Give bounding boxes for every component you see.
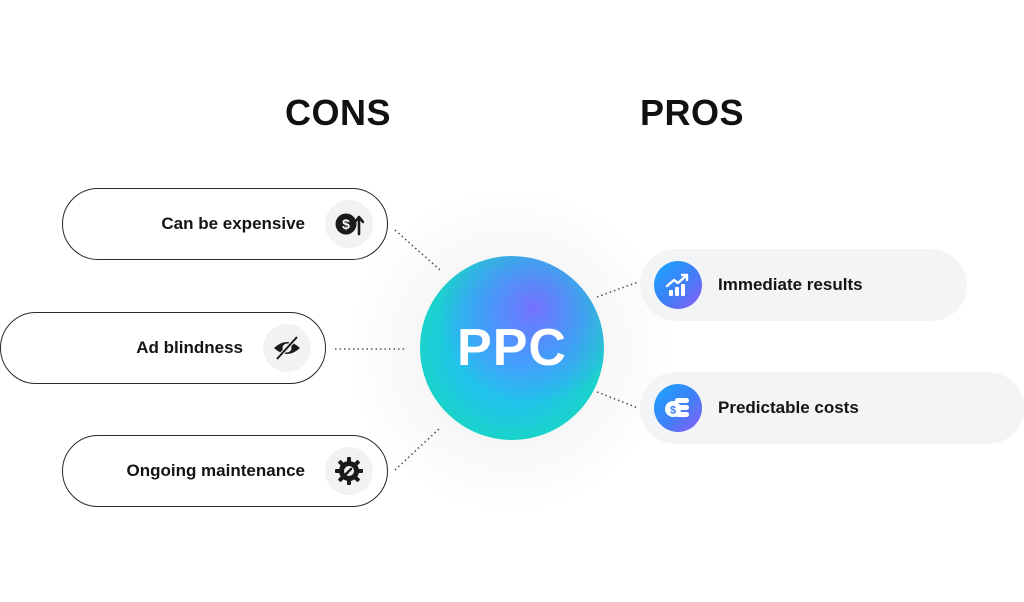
con-label: Can be expensive bbox=[161, 214, 305, 233]
pro-label: Immediate results bbox=[718, 275, 863, 294]
svg-text:$: $ bbox=[342, 216, 350, 232]
pro-label: Predictable costs bbox=[718, 398, 859, 417]
con-item-maintenance: Ongoing maintenance bbox=[62, 435, 388, 507]
eye-slash-icon bbox=[263, 324, 311, 372]
dollar-up-icon: $ bbox=[325, 200, 373, 248]
chart-up-icon bbox=[654, 261, 702, 309]
coin-stack-icon: $ bbox=[654, 384, 702, 432]
connector-pros-1 bbox=[596, 281, 639, 298]
svg-text:$: $ bbox=[670, 405, 676, 417]
con-item-ad-blindness: Ad blindness bbox=[0, 312, 326, 384]
connector-cons-1 bbox=[394, 229, 441, 271]
cons-heading: CONS bbox=[285, 92, 392, 133]
con-label: Ad blindness bbox=[136, 338, 243, 357]
pros-heading: PROS bbox=[640, 92, 745, 133]
con-label: Ongoing maintenance bbox=[126, 461, 305, 480]
gear-wrench-icon bbox=[325, 447, 373, 495]
ppc-circle: PPC bbox=[420, 256, 604, 440]
connector-pros-2 bbox=[596, 391, 639, 409]
con-item-expensive: Can be expensive $ bbox=[62, 188, 388, 260]
pro-item-predictable-costs: $ Predictable costs bbox=[640, 372, 1024, 444]
connector-cons-3 bbox=[394, 427, 441, 471]
ppc-label: PPC bbox=[457, 319, 567, 377]
pro-item-immediate-results: Immediate results bbox=[640, 249, 967, 321]
